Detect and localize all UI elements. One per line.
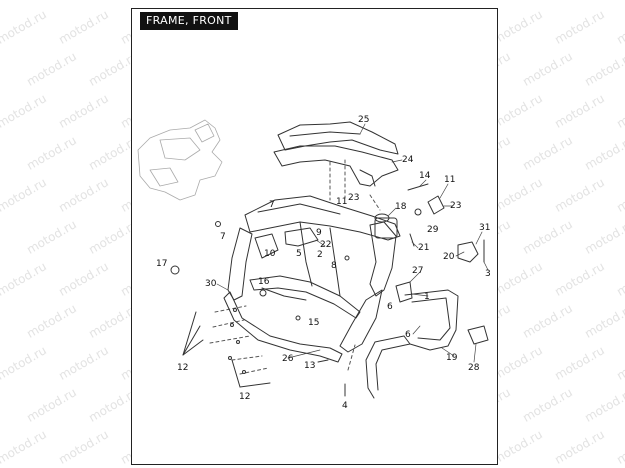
- rod-14: [407, 183, 429, 191]
- callout-11: 11: [444, 175, 455, 185]
- callout-18: 18: [395, 202, 407, 212]
- clamp-28: [467, 325, 489, 345]
- upper-cover-25: [277, 121, 399, 155]
- callout-12: 12: [177, 363, 188, 373]
- upper-cover-24: [273, 145, 399, 187]
- callout-29: 29: [427, 225, 439, 235]
- bolt-21: [409, 233, 415, 247]
- callout-17: 17: [156, 259, 167, 269]
- bracket-27: [395, 281, 413, 303]
- callout-6: 6: [405, 330, 411, 340]
- callout-7: 7: [220, 232, 226, 242]
- callout-30: 30: [205, 279, 217, 289]
- callout-7: 7: [269, 200, 275, 210]
- callout-9: 9: [316, 228, 322, 238]
- callout-15: 15: [308, 318, 319, 328]
- callout-28: 28: [468, 363, 480, 373]
- callout-19: 19: [446, 353, 458, 363]
- callout-1: 1: [424, 292, 430, 302]
- callout-4: 4: [342, 401, 348, 411]
- callout-13: 13: [304, 361, 315, 371]
- screw-13: [317, 359, 329, 363]
- leader-dashes: [209, 159, 381, 375]
- engine-guard-19: [365, 289, 459, 399]
- callout-21: 21: [418, 243, 429, 253]
- diagram-title: FRAME, FRONT: [140, 12, 238, 30]
- engine-ghost-outline: [137, 119, 223, 201]
- callout-12: 12: [239, 392, 250, 402]
- callout-24: 24: [402, 155, 414, 165]
- main-frame: [170, 195, 422, 363]
- bolts-12: [182, 308, 271, 388]
- callout-22: 22: [320, 240, 331, 250]
- callout-labels: 25 24 14 11 11 23 23 18 7 7 9 22 10 5 2 …: [156, 115, 491, 411]
- callout-5: 5: [296, 249, 302, 259]
- callout-16: 16: [258, 277, 270, 287]
- callout-3: 3: [485, 269, 491, 279]
- callout-26: 26: [282, 354, 294, 364]
- callout-10: 10: [264, 249, 276, 259]
- diagram-sheet: [131, 8, 498, 465]
- callout-23: 23: [348, 193, 359, 203]
- callout-leaders: [216, 123, 489, 363]
- callout-25: 25: [358, 115, 369, 125]
- callout-8: 8: [331, 261, 337, 271]
- bracket-23: [427, 195, 445, 215]
- housing-20: [457, 241, 479, 263]
- callout-14: 14: [419, 171, 431, 181]
- callout-27: 27: [412, 266, 423, 276]
- callout-23: 23: [450, 201, 461, 211]
- callout-20: 20: [443, 252, 455, 262]
- callout-2: 2: [317, 250, 323, 260]
- callout-6: 6: [387, 302, 393, 312]
- callout-31: 31: [479, 223, 490, 233]
- callout-11: 11: [336, 197, 347, 207]
